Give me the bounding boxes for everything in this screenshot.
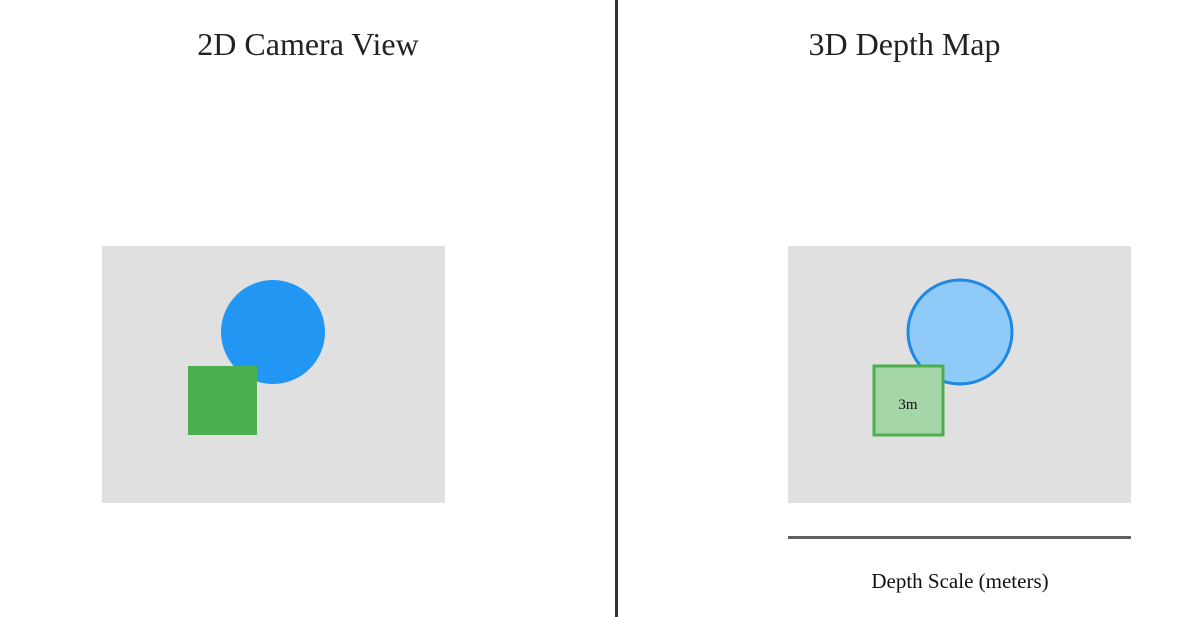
depth-map-canvas: 3m Depth Scale (meters) — [788, 246, 1131, 593]
camera-view-circle — [221, 280, 325, 384]
depth-scale-label: Depth Scale (meters) — [871, 569, 1048, 593]
depth-map-title: 3D Depth Map — [808, 26, 1001, 62]
camera-view-canvas — [102, 246, 445, 503]
depth-map-square — [872, 364, 945, 437]
camera-view-title: 2D Camera View — [197, 26, 419, 62]
camera-view-panel: 2D Camera View — [102, 26, 445, 503]
depth-map-circle — [906, 278, 1014, 386]
depth-map-panel: 3D Depth Map 3m Depth Scale (meters) — [619, 0, 1190, 617]
panel-divider — [615, 0, 618, 617]
depth-map-square-label: 3m — [898, 397, 918, 413]
camera-view-square — [188, 366, 257, 435]
depth-scale-bar — [788, 536, 1131, 539]
